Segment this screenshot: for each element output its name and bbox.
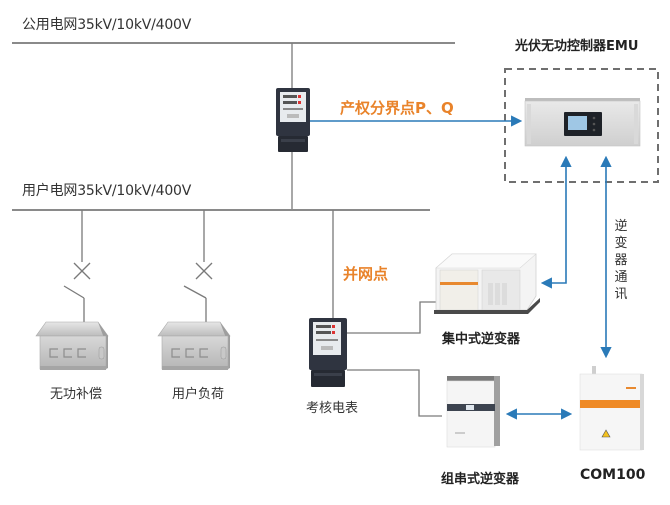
central-inverter-label: 集中式逆变器 (442, 332, 521, 347)
com100-device-icon (579, 366, 644, 451)
user-grid-label: 用户电网35kV/10kV/400V (22, 183, 192, 199)
emu-controller-label: 光伏无功控制器EMU (515, 39, 639, 54)
breaker-x-icon (195, 262, 213, 280)
string-inverter-icon (446, 376, 500, 448)
com100-label: COM100 (580, 467, 646, 483)
inverter-comm-vertical-label: 逆变器通讯 (614, 219, 628, 302)
property-boundary-label: 产权分界点P、Q (340, 99, 454, 117)
user-load-house-icon (157, 321, 231, 370)
user-load-label: 用户负荷 (172, 387, 225, 402)
string-inverter-label: 组串式逆变器 (441, 472, 520, 487)
reactive-compensation-house-icon (35, 321, 109, 370)
central-inverter-icon (434, 253, 540, 314)
meter-to-central-inverter-line (347, 301, 438, 334)
emu-dashed-frame (504, 68, 659, 183)
reactive-compensation-label: 无功补偿 (50, 387, 103, 402)
assessment-meter-icon (309, 318, 347, 387)
central-inverter-to-emu-arrow (540, 155, 572, 289)
boundary-meter-icon (276, 88, 310, 152)
meter-to-string-inverter-line (347, 369, 442, 417)
public-grid-label: 公用电网35kV/10kV/400V (22, 17, 192, 33)
emu-controller-icon (524, 98, 641, 147)
assessment-meter-label: 考核电表 (306, 401, 359, 416)
switch-icon (183, 285, 207, 322)
switch-icon (63, 285, 85, 322)
grid-connection-point-label: 并网点 (343, 265, 389, 283)
breaker-x-icon (73, 262, 91, 280)
